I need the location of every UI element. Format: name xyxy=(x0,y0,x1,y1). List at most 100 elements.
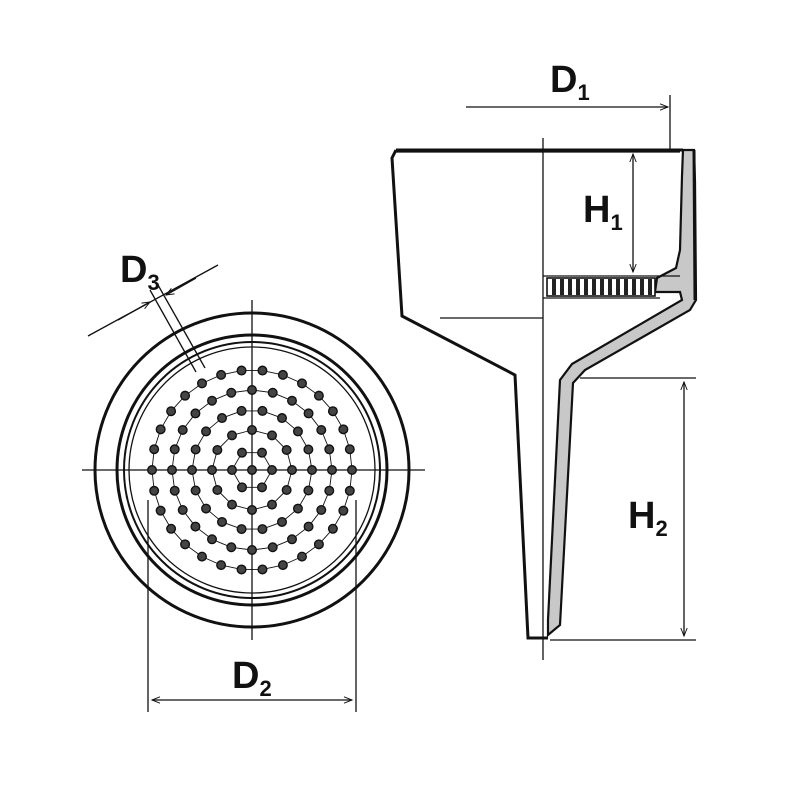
perforation-hole xyxy=(180,390,191,401)
perforation-hole xyxy=(338,424,349,435)
sieve-plate-section xyxy=(546,277,656,297)
perforation-hole xyxy=(281,445,292,456)
perforation-hole xyxy=(196,378,207,389)
funnel-right-contour xyxy=(692,149,697,301)
perforation-hole xyxy=(297,551,308,562)
perforation-hole xyxy=(166,406,177,417)
h1-label: H1 xyxy=(583,189,623,235)
perforation-hole xyxy=(216,516,227,527)
sieve-slot xyxy=(608,279,612,295)
perforation-hole xyxy=(287,534,298,545)
perforation-hole xyxy=(257,405,268,416)
perforation-hole xyxy=(226,465,237,476)
perforation-hole xyxy=(267,465,278,476)
perforation-hole xyxy=(201,426,212,437)
perforation-hole xyxy=(190,444,201,455)
perforation-hole xyxy=(206,395,217,406)
perforation-hole xyxy=(236,365,247,376)
perforation-hole xyxy=(149,444,160,455)
perforation-hole xyxy=(313,539,324,550)
perforation-hole xyxy=(190,521,201,532)
h1-dimension: H1 xyxy=(583,152,637,274)
perforation-hole xyxy=(257,365,268,376)
perforation-hole xyxy=(155,505,166,516)
funnel-outer-contour xyxy=(390,148,683,640)
perforation-hole xyxy=(166,465,177,476)
perforation-hole xyxy=(267,499,278,510)
perforation-hole xyxy=(287,465,298,476)
sieve-slot xyxy=(632,279,636,295)
perforation-hole xyxy=(257,447,268,458)
perforation-hole xyxy=(327,465,338,476)
perforation-hole xyxy=(267,430,278,441)
perforation-hole xyxy=(324,444,335,455)
d3-label: D3 xyxy=(120,249,160,295)
sieve-slot xyxy=(576,279,580,295)
sieve-slot xyxy=(560,279,564,295)
h2-dimension: H2 xyxy=(550,377,696,641)
perforation-hole xyxy=(292,503,303,514)
side-section-view: D1 H1 H2 xyxy=(390,59,698,660)
perforation-hole xyxy=(236,564,247,575)
perforation-hole xyxy=(344,444,355,455)
perforation-hole xyxy=(166,523,177,534)
perforation-hole xyxy=(277,560,288,571)
perforation-hole xyxy=(246,465,257,476)
sieve-slot xyxy=(640,279,644,295)
perforation-hole xyxy=(246,425,257,436)
perforation-hole xyxy=(292,426,303,437)
perforation-hole xyxy=(186,465,197,476)
perforation-hole xyxy=(169,485,180,496)
perforation-hole xyxy=(281,485,292,496)
perforation-hole xyxy=(236,482,247,493)
sieve-slot xyxy=(648,279,652,295)
perforation-hole xyxy=(206,465,217,476)
sieve-slot xyxy=(552,279,556,295)
d2-dimension: D2 xyxy=(147,500,357,712)
perforation-hole xyxy=(307,465,318,476)
perforation-hole xyxy=(347,465,358,476)
d3-dimension: D3 xyxy=(87,249,219,373)
d1-label: D1 xyxy=(550,59,590,105)
perforation-hole xyxy=(236,447,247,458)
perforation-hole xyxy=(287,395,298,406)
perforation-hole xyxy=(236,524,247,535)
perforation-hole xyxy=(177,425,188,436)
perforation-hole xyxy=(206,534,217,545)
perforation-hole xyxy=(338,505,349,516)
perforation-hole xyxy=(303,521,314,532)
sieve-slot xyxy=(600,279,604,295)
perforation-hole xyxy=(327,406,338,417)
perforation-hole xyxy=(277,369,288,380)
perforation-hole xyxy=(327,523,338,534)
perforation-hole xyxy=(155,424,166,435)
perforation-hole xyxy=(313,390,324,401)
perforation-hole xyxy=(226,387,237,398)
perforation-hole xyxy=(344,485,355,496)
d2-label: D2 xyxy=(232,655,272,701)
perforation-hole xyxy=(226,430,237,441)
perforation-hole xyxy=(190,485,201,496)
perforation-hole xyxy=(226,499,237,510)
sieve-slot xyxy=(568,279,572,295)
perforation-hole xyxy=(146,465,157,476)
perforation-hole xyxy=(212,445,223,456)
perforation-hole xyxy=(196,551,207,562)
perforation-hole xyxy=(216,369,227,380)
perforation-hole xyxy=(267,387,278,398)
perforation-hole xyxy=(277,516,288,527)
sieve-slot xyxy=(592,279,596,295)
perforation-hole xyxy=(303,408,314,419)
perforation-hole xyxy=(201,503,212,514)
perforation-hole xyxy=(257,482,268,493)
perforation-hole xyxy=(190,408,201,419)
perforation-hole xyxy=(303,444,314,455)
perforation-hole xyxy=(180,539,191,550)
perforation-hole xyxy=(267,542,278,553)
perforation-hole xyxy=(216,560,227,571)
perforation-hole xyxy=(297,378,308,389)
perforation-hole xyxy=(257,524,268,535)
perforation-hole xyxy=(149,485,160,496)
perforation-hole xyxy=(316,425,327,436)
